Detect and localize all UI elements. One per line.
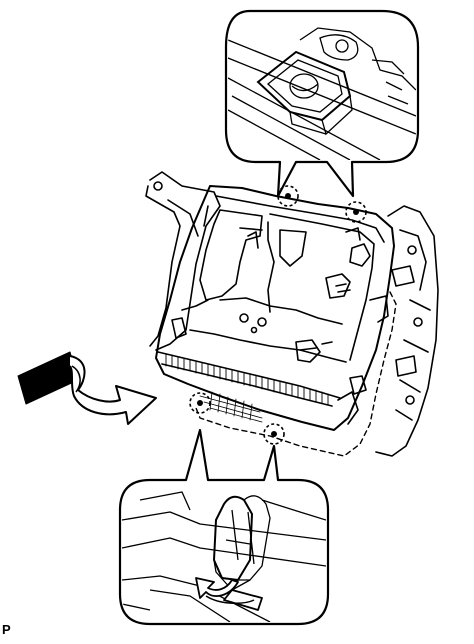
claw-marker-upper-left: [277, 185, 299, 207]
hvac-unit-housing-cover: [145, 171, 439, 457]
cover-outline: [155, 185, 395, 431]
removal-direction-arrow: [17, 351, 157, 425]
upper-detail-content: [228, 27, 416, 160]
lower-callout-frame: [118, 428, 330, 626]
upper-callout-frame: [224, 9, 420, 198]
hidden-edge-dashed: [195, 291, 397, 457]
claw-marker-lower-left: [189, 392, 211, 414]
claw-location-markers: [189, 185, 367, 445]
claw-marker-upper-right: [345, 201, 367, 223]
claw-marker-lower-right: [263, 423, 285, 445]
lower-detail-content: [122, 491, 326, 622]
background-unit-outline: [375, 205, 439, 457]
lower-detail-callout: [118, 428, 330, 626]
figure-reference-code: P: [2, 622, 11, 637]
clip-release-arrow: [195, 577, 263, 611]
upper-detail-callout: [224, 9, 420, 198]
